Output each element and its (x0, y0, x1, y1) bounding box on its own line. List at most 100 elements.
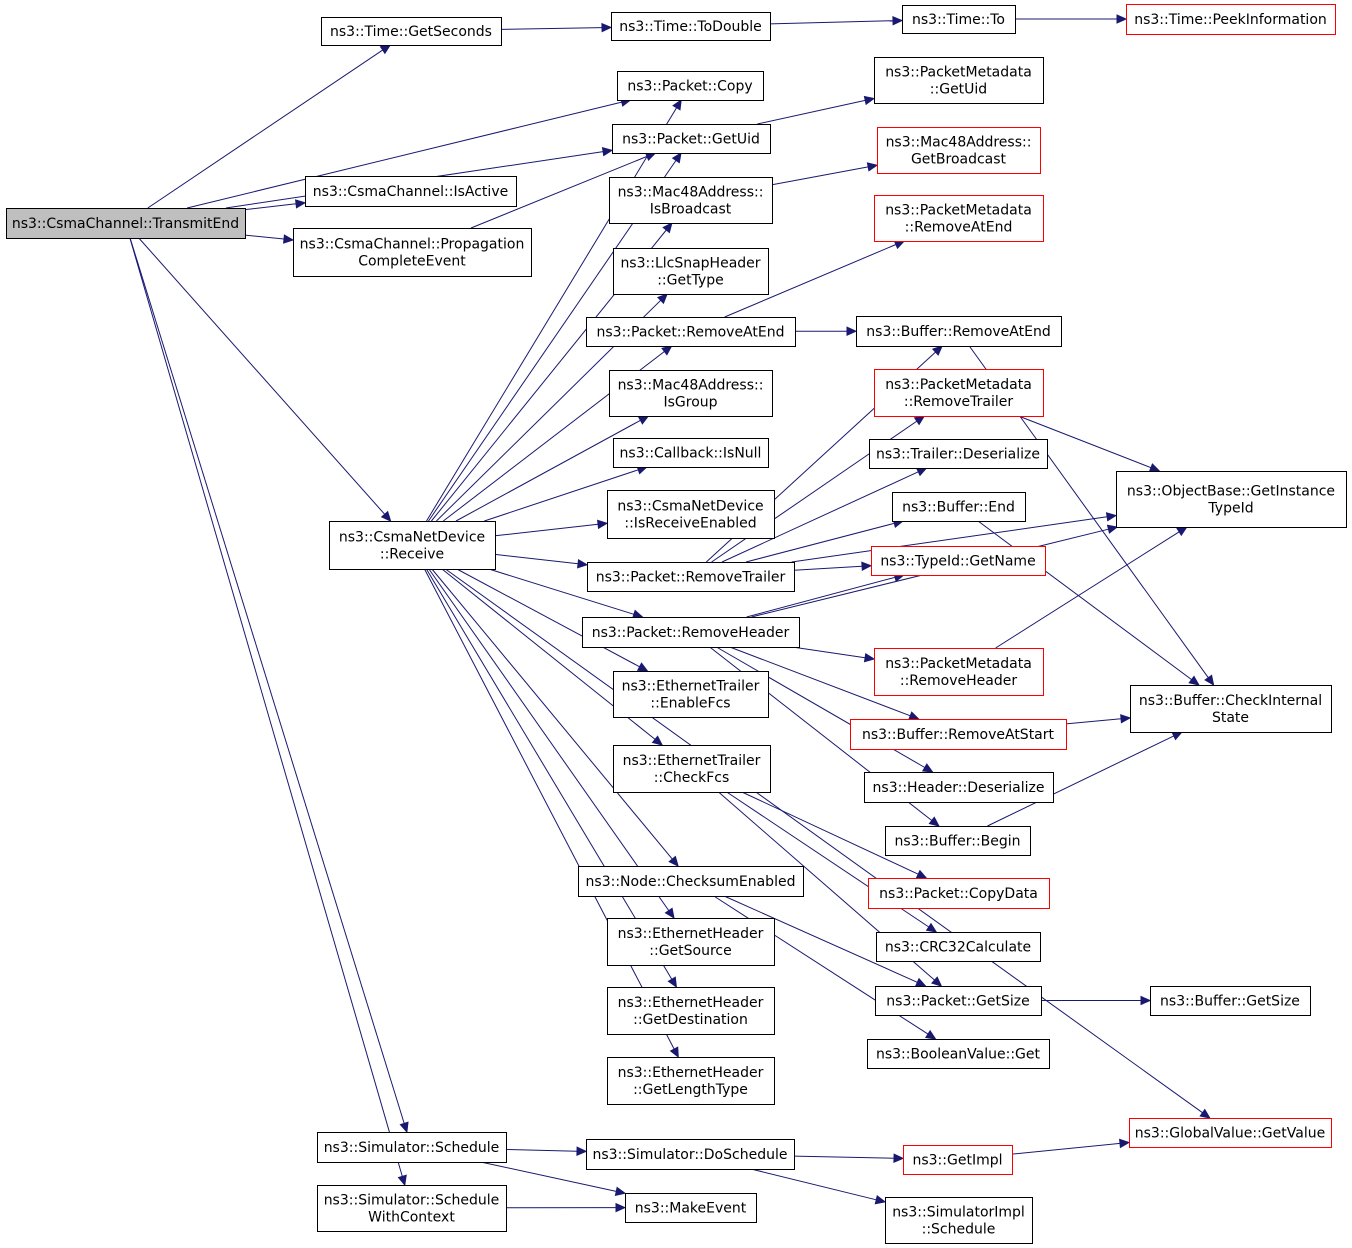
node-label-line: ns3::EthernetHeader (618, 1065, 764, 1081)
node-box (625, 1193, 757, 1223)
edge-arrowhead (651, 735, 664, 746)
node-pktremoveheader[interactable]: ns3::Packet::RemoveHeader (582, 617, 800, 648)
edge-pktremoveatend-to-bufremoveatend (794, 326, 858, 336)
edge-transmitend-to-propcomplete (244, 234, 295, 244)
node-label-line: ns3::Packet::CopyData (879, 886, 1038, 902)
edge-line (425, 568, 673, 980)
edge-arrowhead (667, 976, 678, 989)
node-label-line: GetBroadcast (911, 152, 1007, 168)
node-headerdeser[interactable]: ns3::Header::Deserialize (864, 772, 1054, 803)
node-llcgettype[interactable]: ns3::LlcSnapHeader::GetType (613, 248, 769, 295)
edge-csmareceive-to-pktcopy (426, 98, 682, 522)
node-getimpl[interactable]: ns3::GetImpl (903, 1145, 1013, 1175)
node-pmremovetrailer[interactable]: ns3::PacketMetadata::RemoveTrailer (874, 369, 1044, 417)
node-ethgetdest[interactable]: ns3::EthernetHeader::GetDestination (607, 987, 775, 1035)
node-crc32[interactable]: ns3::CRC32Calculate (876, 932, 1041, 962)
edge-arrowhead (1105, 512, 1118, 522)
node-label-line: ns3::EthernetTrailer (622, 679, 760, 695)
edge-simdoschedule-to-getimpl (793, 1153, 905, 1163)
node-pmgetuid[interactable]: ns3::PacketMetadata::GetUid (874, 57, 1044, 104)
node-csmareceive[interactable]: ns3::CsmaNetDevice::Receive (329, 521, 496, 570)
node-peekinfo[interactable]: ns3::Time::PeekInformation (1126, 4, 1336, 35)
node-simdoschedule[interactable]: ns3::Simulator::DoSchedule (586, 1139, 795, 1170)
edge-line (500, 27, 603, 30)
node-pktgetuid[interactable]: ns3::Packet::GetUid (612, 124, 771, 154)
node-pmremoveheader[interactable]: ns3::PacketMetadata::RemoveHeader (874, 648, 1044, 696)
node-ethenablefcs[interactable]: ns3::EthernetTrailer::EnableFcs (613, 671, 769, 718)
node-todouble[interactable]: ns3::Time::ToDouble (611, 12, 771, 41)
edge-arrowhead (614, 1186, 627, 1196)
edge-csmareceive-to-ethgetdest (425, 568, 678, 989)
edge-line (729, 646, 911, 717)
node-boolget[interactable]: ns3::BooleanValue::Get (867, 1039, 1050, 1069)
node-simimplschedule[interactable]: ns3::SimulatorImpl::Schedule (885, 1197, 1033, 1244)
node-box (613, 745, 771, 793)
node-label-line: ::GetType (657, 273, 724, 289)
node-simschedule[interactable]: ns3::Simulator::Schedule (317, 1132, 507, 1163)
node-maccisbcast[interactable]: ns3::Mac48Address::IsBroadcast (609, 177, 773, 224)
edge-pktremoveheader-to-pmremoveheader (792, 646, 876, 663)
node-box (305, 176, 517, 207)
node-pktcopy[interactable]: ns3::Packet::Copy (617, 71, 764, 101)
node-bufgetsize[interactable]: ns3::Buffer::GetSize (1150, 986, 1311, 1016)
node-pktcopydata[interactable]: ns3::Packet::CopyData (868, 878, 1050, 909)
node-macgetbcast[interactable]: ns3::Mac48Address::GetBroadcast (877, 127, 1041, 174)
edge-arrowhead (925, 922, 938, 933)
edge-arrowhead (615, 1202, 627, 1213)
call-graph-edges (129, 14, 1215, 1213)
edge-arrowhead (1199, 1108, 1211, 1119)
node-pktremoveatend[interactable]: ns3::Packet::RemoveAtEnd (586, 317, 796, 347)
node-bufend[interactable]: ns3::Buffer::End (892, 492, 1026, 522)
edge-arrowhead (664, 907, 675, 920)
node-ethgetsource[interactable]: ns3::EthernetHeader::GetSource (607, 918, 775, 966)
edge-arrowhead (380, 510, 392, 522)
node-label-line: ns3::EthernetHeader (618, 926, 764, 942)
node-nodechecksum[interactable]: ns3::Node::ChecksumEnabled (578, 866, 804, 897)
node-makeevent[interactable]: ns3::MakeEvent (625, 1193, 757, 1223)
node-bufbegin[interactable]: ns3::Buffer::Begin (885, 826, 1031, 856)
edge-line (480, 1161, 617, 1192)
node-bufremoveatstart[interactable]: ns3::Buffer::RemoveAtStart (850, 719, 1067, 750)
node-ethgetlentype[interactable]: ns3::EthernetHeader::GetLengthType (607, 1057, 775, 1105)
node-box (1129, 1118, 1332, 1148)
node-box (587, 562, 795, 592)
edge-arrowhead (1106, 524, 1119, 534)
node-pmremoveatend[interactable]: ns3::PacketMetadata::RemoveAtEnd (874, 195, 1044, 242)
edge-arrowhead (846, 326, 858, 336)
edge-csmareceive-to-isrecvenabled (494, 519, 609, 537)
node-pktgetsize[interactable]: ns3::Packet::GetSize (875, 986, 1042, 1016)
node-to[interactable]: ns3::Time::To (902, 5, 1016, 34)
edge-arrowhead (863, 652, 876, 663)
edge-bufremoveatstart-to-bufcheckinternal (1065, 714, 1132, 725)
node-pktremovetrailer[interactable]: ns3::Packet::RemoveTrailer (587, 562, 795, 592)
node-trailerdeser[interactable]: ns3::Trailer::Deserialize (869, 439, 1048, 469)
edge-arrowhead (662, 222, 673, 234)
node-macisgroup[interactable]: ns3::Mac48Address::IsGroup (609, 370, 773, 417)
node-globalgetvalue[interactable]: ns3::GlobalValue::GetValue (1129, 1118, 1332, 1148)
edge-line (186, 101, 622, 209)
node-isrecvenabled[interactable]: ns3::CsmaNetDevice::IsReceiveEnabled (607, 490, 775, 539)
node-bufremoveatend[interactable]: ns3::Buffer::RemoveAtEnd (856, 316, 1062, 347)
edge-line (455, 419, 641, 522)
node-cbisnull[interactable]: ns3::Callback::IsNull (613, 438, 769, 468)
node-box (868, 878, 1050, 909)
node-ethcheckfcs[interactable]: ns3::EthernetTrailer::CheckFcs (613, 745, 771, 793)
node-box (317, 1132, 507, 1163)
edge-to-to-peekinfo (1015, 14, 1128, 24)
edge-arrowhead (908, 711, 920, 721)
edge-arrowhead (1119, 1138, 1131, 1149)
node-box (874, 369, 1044, 417)
node-box (293, 228, 532, 277)
edge-line (721, 471, 919, 563)
node-getseconds[interactable]: ns3::Time::GetSeconds (321, 17, 502, 46)
node-typeidgetname[interactable]: ns3::TypeId::GetName (871, 546, 1046, 576)
node-isactive[interactable]: ns3::CsmaChannel::IsActive (305, 176, 517, 207)
node-propcomplete[interactable]: ns3::CsmaChannel::PropagationCompleteEve… (293, 228, 532, 277)
edge-line (484, 469, 639, 522)
node-label-line: ::GetLengthType (633, 1082, 748, 1098)
node-label-line: ns3::Buffer::CheckInternal (1139, 693, 1322, 709)
